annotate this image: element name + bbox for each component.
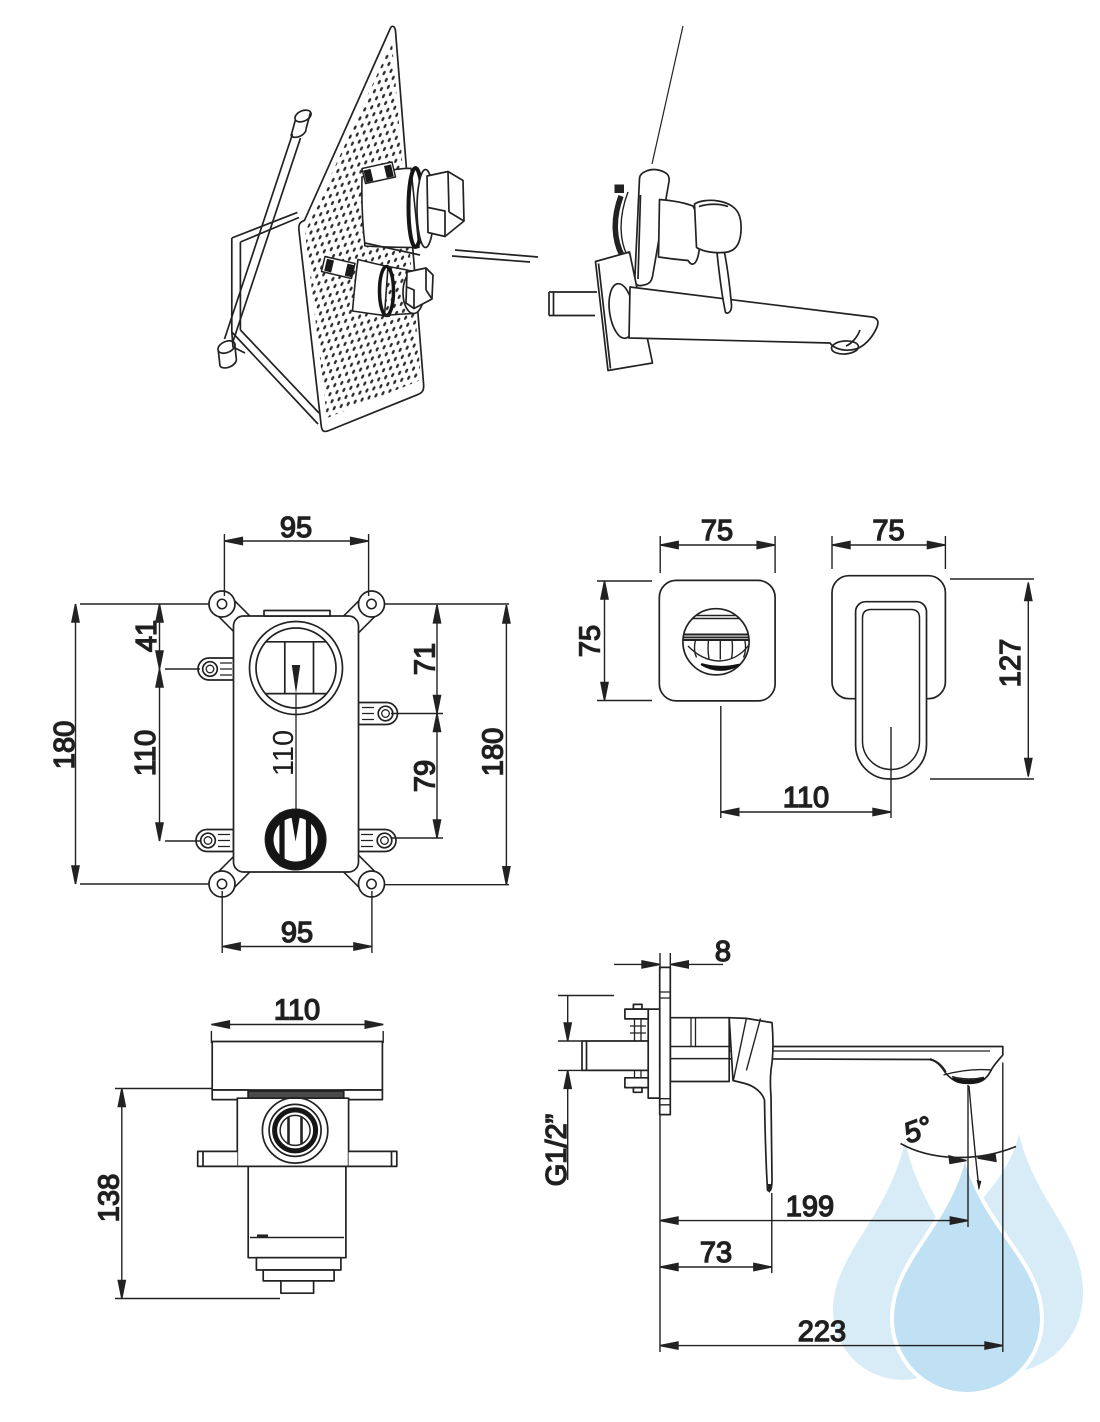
svg-text:110: 110 (130, 730, 162, 776)
svg-text:75: 75 (701, 515, 733, 547)
svg-text:110: 110 (268, 730, 300, 776)
svg-text:110: 110 (783, 782, 829, 814)
svg-text:71: 71 (410, 643, 442, 675)
svg-text:G1/2”: G1/2” (541, 1114, 573, 1187)
svg-text:75: 75 (575, 625, 607, 657)
svg-text:79: 79 (410, 760, 442, 792)
svg-text:199: 199 (786, 1191, 834, 1223)
svg-text:138: 138 (94, 1174, 126, 1222)
svg-text:127: 127 (995, 639, 1027, 687)
svg-text:95: 95 (281, 917, 313, 949)
svg-text:180: 180 (49, 721, 81, 769)
svg-text:223: 223 (798, 1316, 846, 1348)
svg-text:95: 95 (280, 512, 312, 544)
svg-text:180: 180 (478, 728, 510, 776)
svg-text:75: 75 (872, 515, 904, 547)
svg-text:8: 8 (715, 936, 731, 968)
svg-text:41: 41 (131, 620, 163, 652)
svg-text:73: 73 (700, 1237, 732, 1269)
svg-text:110: 110 (274, 995, 320, 1027)
